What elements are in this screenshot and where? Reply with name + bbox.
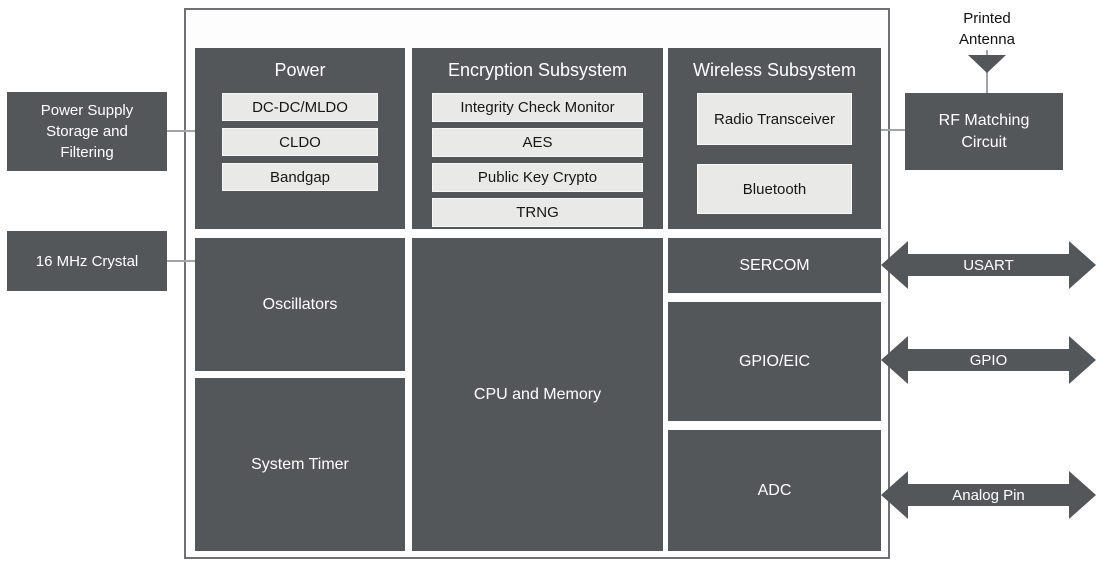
power-group-title: Power [274,60,326,80]
analog-pin-arrow-shaft: Analog Pin [906,484,1071,506]
block-cldo: CLDO [222,128,378,156]
block-bluetooth: Bluetooth [697,164,852,214]
block-public-key-crypto: Public Key Crypto [432,163,643,192]
block-oscillators-label: Oscillators [262,295,338,313]
block-system-timer: System Timer [195,378,405,551]
block-wireless-group: Wireless Subsystem Radio Transceiver Blu… [668,48,881,229]
block-adc: ADC [668,430,881,551]
block-radio-transceiver: Radio Transceiver [697,93,852,145]
block-bandgap: Bandgap [222,163,378,191]
block-oscillators: Oscillators [195,238,405,371]
gpio-io-arrow: GPIO [881,336,1096,384]
block-rf-matching-label: RF Matching Circuit [938,111,1030,151]
block-crystal-label: 16 MHz Crystal [35,252,139,270]
usart-arrow-label: USART [963,256,1014,274]
block-dcdc-mldo: DC-DC/MLDO [222,93,378,121]
arrowhead-right-icon [1069,336,1096,384]
block-crystal: 16 MHz Crystal [7,231,167,291]
analog-pin-arrow-label: Analog Pin [952,486,1025,504]
usart-io-arrow: USART [881,241,1096,289]
block-integrity-check-monitor: Integrity Check Monitor [432,93,643,122]
printed-antenna-label: Printed Antenna [959,10,1015,48]
gpio-arrow-shaft: GPIO [906,349,1071,371]
block-power-group: Power DC-DC/MLDO CLDO Bandgap [195,48,405,229]
wireless-group-title: Wireless Subsystem [692,60,857,80]
block-sercom: SERCOM [668,238,881,293]
antenna-icon [968,55,1006,73]
analog-pin-io-arrow: Analog Pin [881,471,1096,519]
connector-crystal-line [167,260,195,262]
arrowhead-right-icon [1069,241,1096,289]
block-rf-matching: RF Matching Circuit [905,93,1063,170]
block-power-supply-label: Power Supply Storage and Filtering [40,102,134,161]
usart-arrow-shaft: USART [906,254,1071,276]
arrowhead-left-icon [881,336,908,384]
gpio-arrow-label: GPIO [969,351,1008,369]
block-adc-label: ADC [757,481,792,499]
block-gpio-eic: GPIO/EIC [668,302,881,421]
connector-power-supply-line [167,130,195,132]
arrowhead-left-icon [881,241,908,289]
block-trng: TRNG [432,198,643,227]
block-gpio-eic-label: GPIO/EIC [738,352,811,370]
block-encryption-group: Encryption Subsystem Integrity Check Mon… [412,48,663,229]
block-cpu-memory: CPU and Memory [412,238,663,551]
arrowhead-left-icon [881,471,908,519]
block-aes: AES [432,128,643,157]
block-sercom-label: SERCOM [739,256,810,274]
connector-rf-line [881,129,905,131]
block-power-supply: Power Supply Storage and Filtering [7,92,167,171]
block-cpu-memory-label: CPU and Memory [473,385,602,403]
encryption-group-title: Encryption Subsystem [447,60,628,80]
arrowhead-right-icon [1069,471,1096,519]
block-system-timer-label: System Timer [251,455,349,473]
